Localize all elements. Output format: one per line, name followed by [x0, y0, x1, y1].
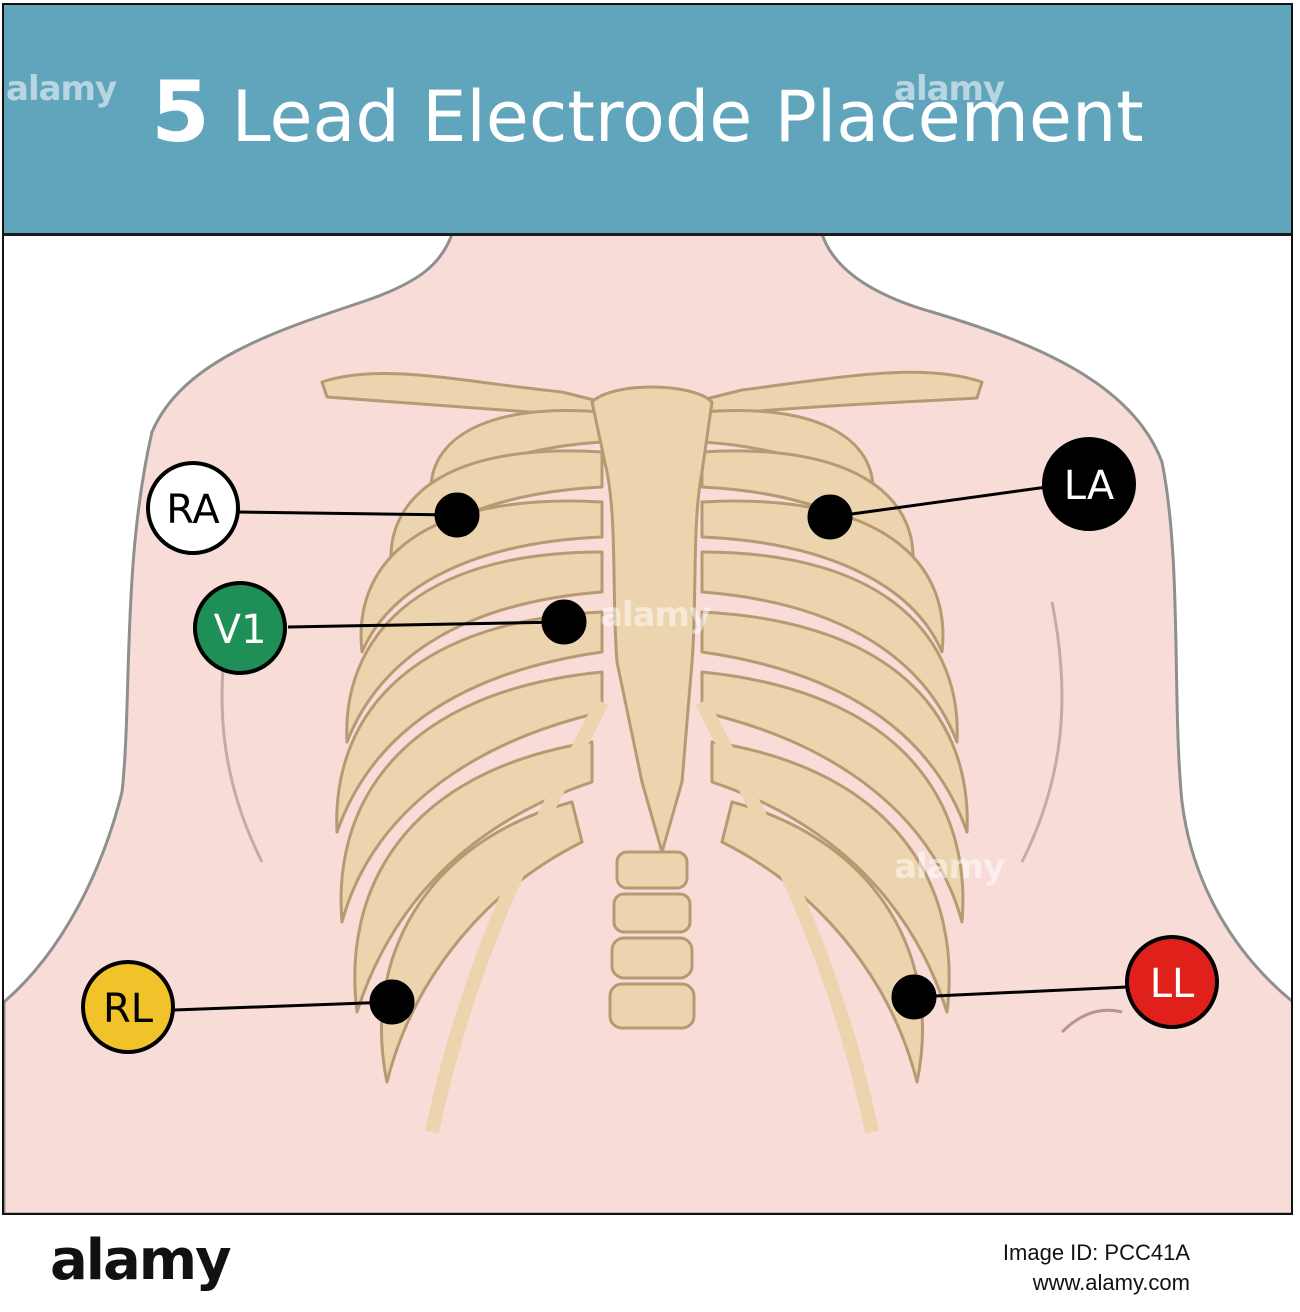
electrode-label-ra: RA [166, 487, 220, 533]
title-number: 5 [151, 63, 210, 161]
electrode-badges: RA LA V1 RL LL [81, 437, 1219, 1054]
rib-cage [320, 370, 984, 1134]
image-id-text: Image ID: PCC41A [1002, 1240, 1190, 1265]
electrode-label-ll: LL [1150, 961, 1195, 1007]
chest-illustration: RA LA V1 RL LL [4, 232, 1291, 1213]
watermark: alamy [894, 69, 1005, 109]
electrode-label-rl: RL [103, 986, 154, 1032]
title-text: Lead Electrode Placement [231, 76, 1144, 158]
electrode-label-la: LA [1064, 463, 1115, 509]
title-banner: 5 Lead Electrode Placement alamy alamy [4, 5, 1291, 236]
ra-contact-dot [434, 492, 480, 538]
rl-contact-dot [369, 979, 415, 1025]
footer-bar: alamy Image ID: PCC41A www.alamy.com [0, 1218, 1300, 1312]
ll-contact-dot [891, 974, 937, 1020]
brand-logo: alamy [50, 1228, 232, 1293]
electrode-v1: V1 [193, 581, 287, 675]
v1-contact-dot [541, 599, 587, 645]
page-title: 5 Lead Electrode Placement [4, 63, 1291, 161]
site-url-text: www.alamy.com [1032, 1270, 1190, 1295]
watermark: alamy [6, 69, 117, 109]
electrode-leads [173, 485, 1128, 1025]
electrode-ll: LL [1125, 935, 1219, 1029]
electrode-la: LA [1042, 437, 1136, 531]
watermark: alamy [600, 595, 711, 635]
la-contact-dot [807, 494, 853, 540]
electrode-ra: RA [146, 461, 240, 555]
watermark: alamy [894, 847, 1005, 887]
electrode-label-v1: V1 [214, 607, 267, 653]
diagram-frame: RA LA V1 RL LL 5 Lead Electrode Placement [2, 3, 1293, 1215]
electrode-rl: RL [81, 960, 175, 1054]
